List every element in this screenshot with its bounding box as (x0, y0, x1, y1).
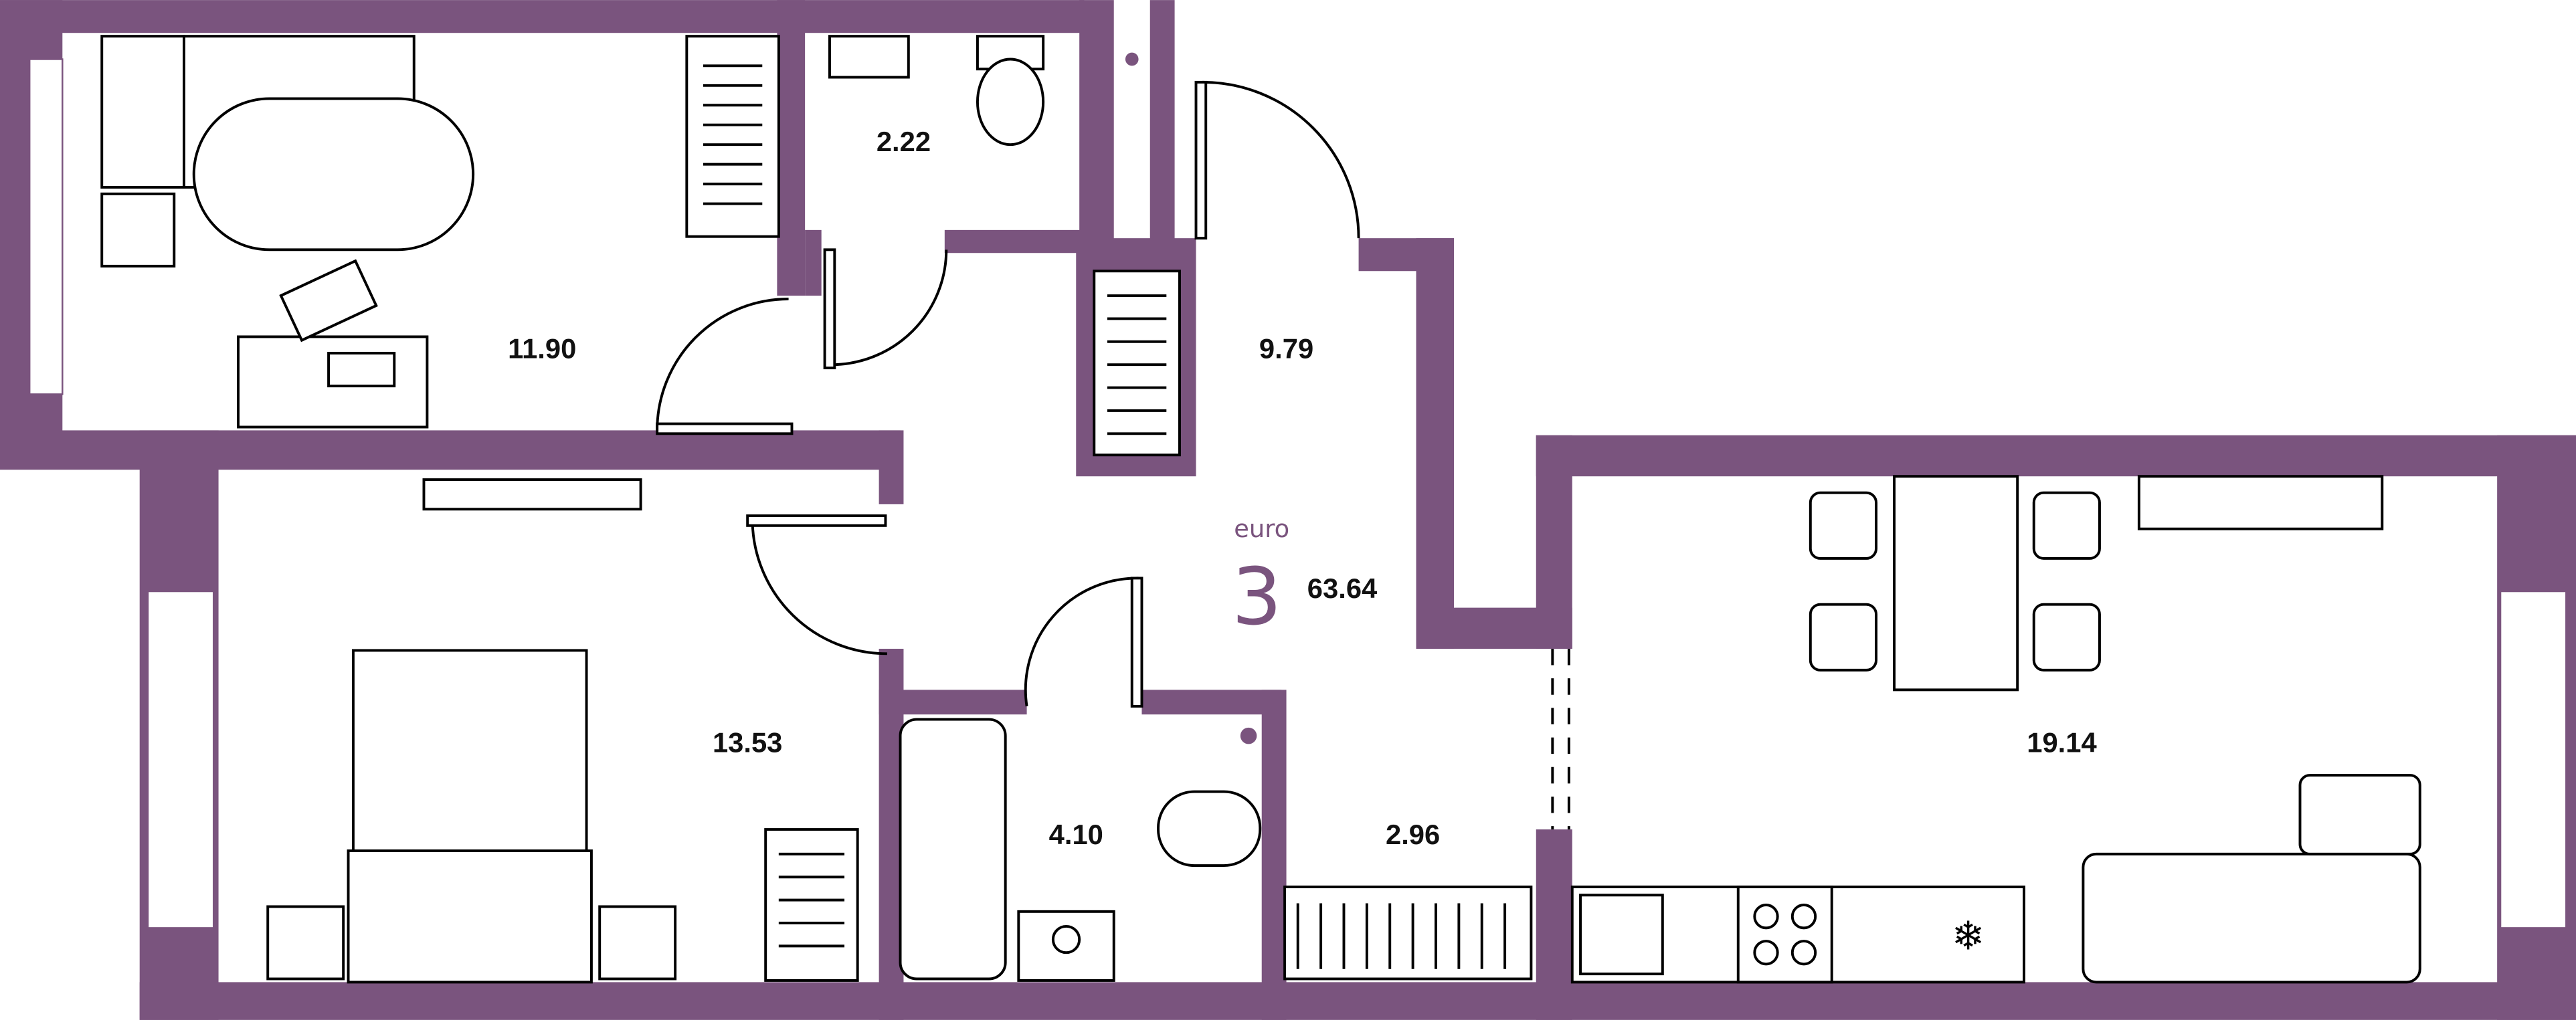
tv-living (2137, 475, 2384, 530)
tv-bedroom (422, 478, 642, 511)
area-labels: 11.90 2.22 9.79 13.53 4.10 2.96 19.14 (508, 126, 2097, 850)
area-kitchen-living: 19.14 (2027, 727, 2096, 758)
currency-label: euro (1234, 514, 1289, 543)
furniture: ❄ (100, 35, 2421, 984)
area-hallway: 9.79 (1259, 332, 1313, 364)
nightstand-right (598, 905, 677, 981)
room-count: 3 (1232, 551, 1282, 643)
doors (656, 80, 1570, 830)
chair (279, 259, 378, 342)
area-toilet: 2.22 (877, 126, 931, 157)
sink-small (828, 35, 910, 79)
wardrobe-3 (764, 828, 859, 982)
area-storage: 2.96 (1386, 819, 1440, 850)
nightstand-left (266, 905, 345, 981)
area-bedroom-large: 13.53 (713, 727, 782, 758)
windows (28, 58, 2567, 929)
toilet-bowl (976, 58, 1045, 146)
bed-double (351, 649, 588, 857)
bathtub (899, 718, 1007, 981)
wardrobe-2 (1093, 270, 1181, 457)
sofa (2082, 852, 2421, 984)
toilet-2 (1157, 790, 1262, 868)
summary: euro 3 63.64 (1232, 514, 1377, 643)
area-bathroom: 4.10 (1049, 819, 1103, 850)
armchair (100, 35, 185, 189)
area-bedroom-small: 11.90 (508, 332, 576, 364)
stove (1736, 886, 1833, 984)
total-area: 63.64 (1307, 573, 1377, 604)
storage-rack (1283, 886, 1533, 981)
snowflake-icon: ❄ (1952, 914, 1985, 958)
dining-table (1893, 475, 2019, 692)
